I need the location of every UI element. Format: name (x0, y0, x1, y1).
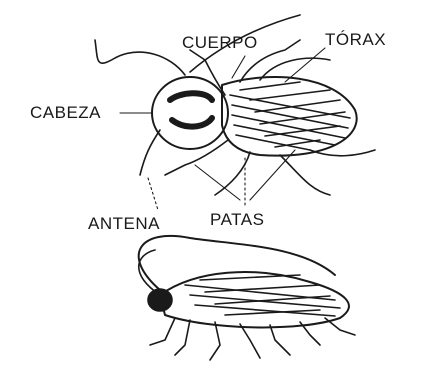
label-antena: ANTENA (88, 214, 160, 234)
cockroach-side-view (139, 236, 355, 360)
label-torax: TÓRAX (325, 30, 386, 50)
label-cabeza: CABEZA (30, 103, 101, 123)
label-patas: PATAS (210, 210, 264, 230)
label-cuerpo: CUERPO (182, 33, 258, 53)
